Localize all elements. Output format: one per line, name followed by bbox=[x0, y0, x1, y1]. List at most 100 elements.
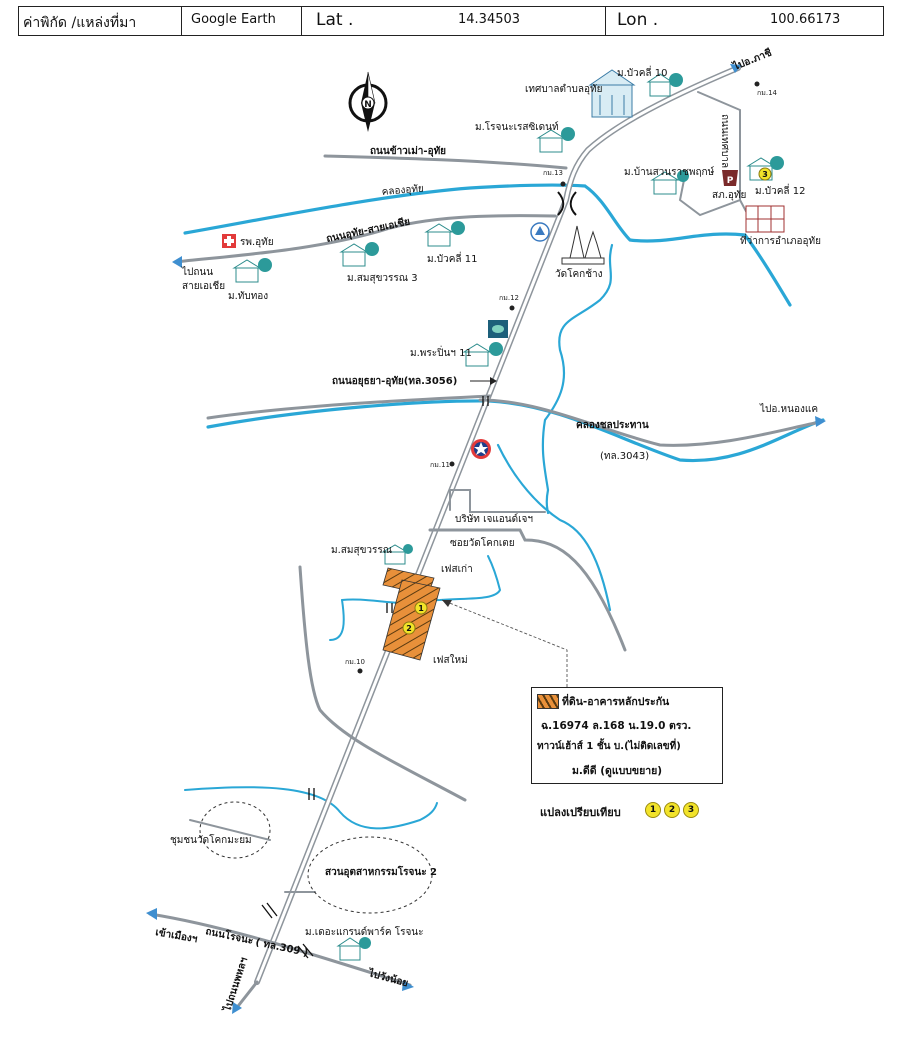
label-road-ayutthaya: ถนนอยุธยา-อุทัย(ทล.3056) bbox=[332, 375, 457, 387]
map-marker-1 bbox=[414, 601, 428, 615]
comparison-marker-1: 1 bbox=[645, 802, 661, 818]
junction-icon bbox=[557, 191, 577, 216]
compass-icon bbox=[348, 71, 388, 132]
header-source-value-cell: Google Earth bbox=[182, 7, 302, 35]
legend-swatch bbox=[537, 694, 559, 709]
label-hospital: รพ.อุทัย bbox=[240, 237, 274, 248]
label-moo-thapthong: ม.ทับทอง bbox=[228, 291, 268, 302]
coordinate-header: ค่าพิกัด /แหล่งที่มา Google Earth Lat . … bbox=[18, 6, 884, 36]
label-moo-somsuk-3: ม.สมสุขวรรณ 3 bbox=[347, 273, 418, 284]
header-lat-cell: Lat . 14.34503 bbox=[302, 7, 606, 35]
source-label: ค่าพิกัด /แหล่งที่มา bbox=[23, 15, 137, 31]
arrow-pasi bbox=[730, 64, 742, 73]
main-road-inner bbox=[255, 66, 740, 984]
bridge-marks bbox=[261, 396, 489, 959]
canal-uthai-line bbox=[183, 183, 792, 307]
canal-chonprathan-line bbox=[206, 399, 825, 463]
road-asia bbox=[173, 214, 557, 264]
label-moo-grand-park: ม.เดอะแกรนด์พาร์ค โรจนะ bbox=[305, 925, 424, 938]
lon-label: Lon . bbox=[617, 10, 659, 30]
collateral-parcel bbox=[382, 567, 441, 661]
road-3043 bbox=[478, 398, 822, 447]
label-company: บริษัท เจแอนด์เจฯ bbox=[455, 513, 533, 525]
arrow-phahon bbox=[232, 1002, 242, 1014]
label-km10: กม.10 bbox=[345, 658, 365, 666]
source-value: Google Earth bbox=[191, 12, 276, 27]
lat-value: 14.34503 bbox=[458, 12, 521, 27]
road-phahon bbox=[233, 980, 259, 1012]
label-wat-khok-chang: วัดโคกช้าง bbox=[555, 267, 603, 280]
legend-title: ที่ดิน-อาคารหลักประกัน bbox=[562, 696, 670, 708]
svg-text:P: P bbox=[727, 176, 734, 186]
label-to-phahon: ไปถนนพหลฯ bbox=[220, 955, 250, 1014]
label-road-rojana: ถนนโรจนะ bbox=[204, 924, 254, 947]
canal-side-north bbox=[541, 243, 614, 515]
company-road bbox=[449, 489, 546, 513]
legend-line1: ฉ.16974 ล.168 น.19.0 ตรว. bbox=[541, 720, 692, 732]
road-tessaban bbox=[678, 91, 741, 217]
police-station-icon: P bbox=[722, 170, 738, 186]
canal-west-loop bbox=[329, 599, 345, 641]
label-tessaban: เทศบาลตำบลอุทัย bbox=[525, 84, 603, 95]
direction-arrows bbox=[146, 64, 826, 1014]
map-marker-2 bbox=[402, 621, 416, 635]
label-district-office: ที่ว่าการอำเภออุทัย bbox=[740, 233, 821, 247]
comparison-label: แปลงเปรียบเทียบ bbox=[540, 806, 621, 819]
canals bbox=[183, 183, 825, 830]
label-to-pasi: ไปอ.ภาชี bbox=[730, 46, 773, 74]
legend-pointer bbox=[441, 599, 568, 687]
west-loop-road bbox=[298, 565, 467, 802]
lon-value: 100.66173 bbox=[770, 12, 841, 27]
arrow-wang-noi bbox=[402, 980, 414, 991]
legend-pointer-arrowhead bbox=[442, 600, 452, 607]
parcel-new-phase bbox=[382, 579, 441, 661]
label-road-khaomao: ถนนข้าวเม่า-อุทัย bbox=[370, 145, 446, 157]
label-to-nong-khae: ไปอ.หนองแค bbox=[759, 403, 818, 415]
hospital-icon bbox=[222, 234, 236, 248]
header-lon-cell: Lon . 100.66173 bbox=[606, 7, 882, 35]
label-to-road-1: ไปถนน bbox=[181, 266, 213, 278]
road-ayutthaya bbox=[206, 394, 492, 420]
label-new-phase: เฟสใหม่ bbox=[433, 654, 468, 666]
label-canal-uthai: คลองอุทัย bbox=[381, 183, 424, 198]
legend-line2: ทาวน์เฮ้าส์ 1 ชั้น บ.(ไม่ติดเลขที่) bbox=[537, 741, 681, 752]
municipality-building-icon bbox=[588, 69, 636, 118]
svg-text:3: 3 bbox=[762, 170, 768, 179]
star-logo-icon bbox=[471, 439, 491, 459]
community-area bbox=[199, 801, 271, 859]
tree-icon bbox=[258, 73, 784, 949]
label-industrial-park: สวนอุตสาหกรรมโรจนะ 2 bbox=[325, 865, 437, 878]
arrow-city bbox=[146, 908, 157, 920]
lat-label: Lat . bbox=[316, 10, 354, 30]
label-moo-somsuk: ม.สมสุขวรรณ bbox=[331, 545, 392, 556]
label-soi-wat: ซอยวัดโคกเตย bbox=[450, 536, 515, 549]
water-works-icon bbox=[530, 222, 550, 242]
road-khaomao bbox=[323, 154, 568, 170]
legend-line3: ม.ดีดี (ดูแบบขยาย) bbox=[572, 765, 663, 777]
label-moo-ban-suan: ม.บ้านสวนราชพฤกษ์ bbox=[624, 166, 715, 178]
landmarks: P bbox=[222, 69, 785, 961]
svg-text:1: 1 bbox=[418, 604, 424, 613]
label-road-asia: ถนนอุทัย-สายเอเชีย bbox=[325, 215, 411, 245]
svg-text:2: 2 bbox=[406, 624, 412, 633]
label-road-3043: (ทล.3043) bbox=[600, 451, 649, 462]
label-km12: กม.12 bbox=[499, 294, 519, 302]
canal-side-south bbox=[496, 443, 612, 612]
industrial-park-area bbox=[307, 836, 433, 914]
label-road-tessaban: ถนนเทศบาล bbox=[719, 114, 730, 168]
label-moo-praruen-11: ม.พระปิ่นฯ 11 bbox=[410, 345, 472, 359]
label-canal-chonprathan: คลองชลประทาน bbox=[576, 419, 649, 431]
label-community: ชุมชนวัดโคกมะยม bbox=[170, 833, 252, 846]
label-police: สภ.อุทัย bbox=[712, 190, 746, 201]
canal-south bbox=[184, 786, 438, 830]
arrow-asia bbox=[172, 256, 182, 268]
main-road-outer bbox=[254, 65, 741, 985]
label-to-road-2: สายเอเชีย bbox=[182, 280, 225, 292]
house-icon bbox=[232, 73, 776, 961]
canal-small-loop bbox=[341, 555, 502, 605]
road-community bbox=[189, 819, 271, 841]
km-markers bbox=[357, 81, 760, 674]
temple-icon bbox=[561, 225, 605, 265]
roads bbox=[148, 65, 822, 1012]
